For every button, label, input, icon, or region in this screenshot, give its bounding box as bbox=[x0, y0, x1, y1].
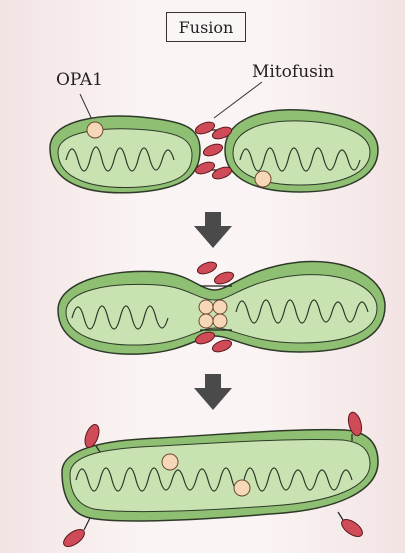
mitofusin-leader-line bbox=[214, 82, 262, 118]
opa1-protein bbox=[255, 171, 271, 187]
mitochondrion-right bbox=[225, 110, 378, 192]
mitochondrion-left bbox=[50, 116, 200, 193]
opa1-protein bbox=[87, 122, 103, 138]
stage-3-fused-mitochondrion bbox=[61, 411, 378, 550]
opa1-protein bbox=[234, 480, 250, 496]
stage-1-separate-mitochondria bbox=[50, 110, 378, 193]
opa1-protein bbox=[162, 454, 178, 470]
down-arrow-icon bbox=[194, 212, 232, 248]
stage-2-outer-membrane-fusion bbox=[58, 260, 385, 354]
down-arrow-icon bbox=[194, 374, 232, 410]
